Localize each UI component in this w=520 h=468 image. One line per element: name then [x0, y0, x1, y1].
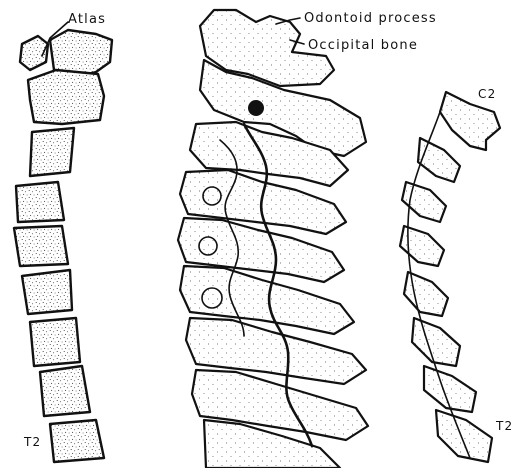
spinous-c7 — [412, 318, 460, 366]
t2-right-label: T2 — [495, 419, 513, 433]
atlas-label: Atlas — [68, 12, 106, 27]
spinous-c6 — [404, 272, 448, 316]
vertebral-foramen — [248, 100, 264, 116]
left-vertebra-c6 — [22, 270, 72, 314]
lateral-cervical-spine — [178, 10, 368, 468]
t2-left-label: T2 — [23, 435, 41, 449]
left-vertebra-c3 — [30, 128, 74, 176]
c2-label: C2 — [478, 87, 496, 101]
spinous-t2 — [436, 410, 492, 462]
left-vertebral-column — [14, 22, 112, 462]
left-vertebra-c4 — [16, 182, 64, 222]
occipital-bone-label: Occipital bone — [308, 38, 418, 53]
left-vertebra-c7 — [30, 318, 80, 366]
left-vertebra-t1 — [40, 366, 90, 416]
spinous-c3 — [418, 138, 460, 182]
axis-body — [28, 70, 104, 124]
spinous-c5 — [400, 226, 444, 266]
left-vertebra-t2 — [50, 420, 104, 462]
left-vertebra-c5 — [14, 226, 68, 266]
odontoid-process-label: Odontoid process — [304, 11, 437, 26]
spinous-t1 — [424, 366, 476, 412]
right-spinous-column — [400, 92, 500, 462]
